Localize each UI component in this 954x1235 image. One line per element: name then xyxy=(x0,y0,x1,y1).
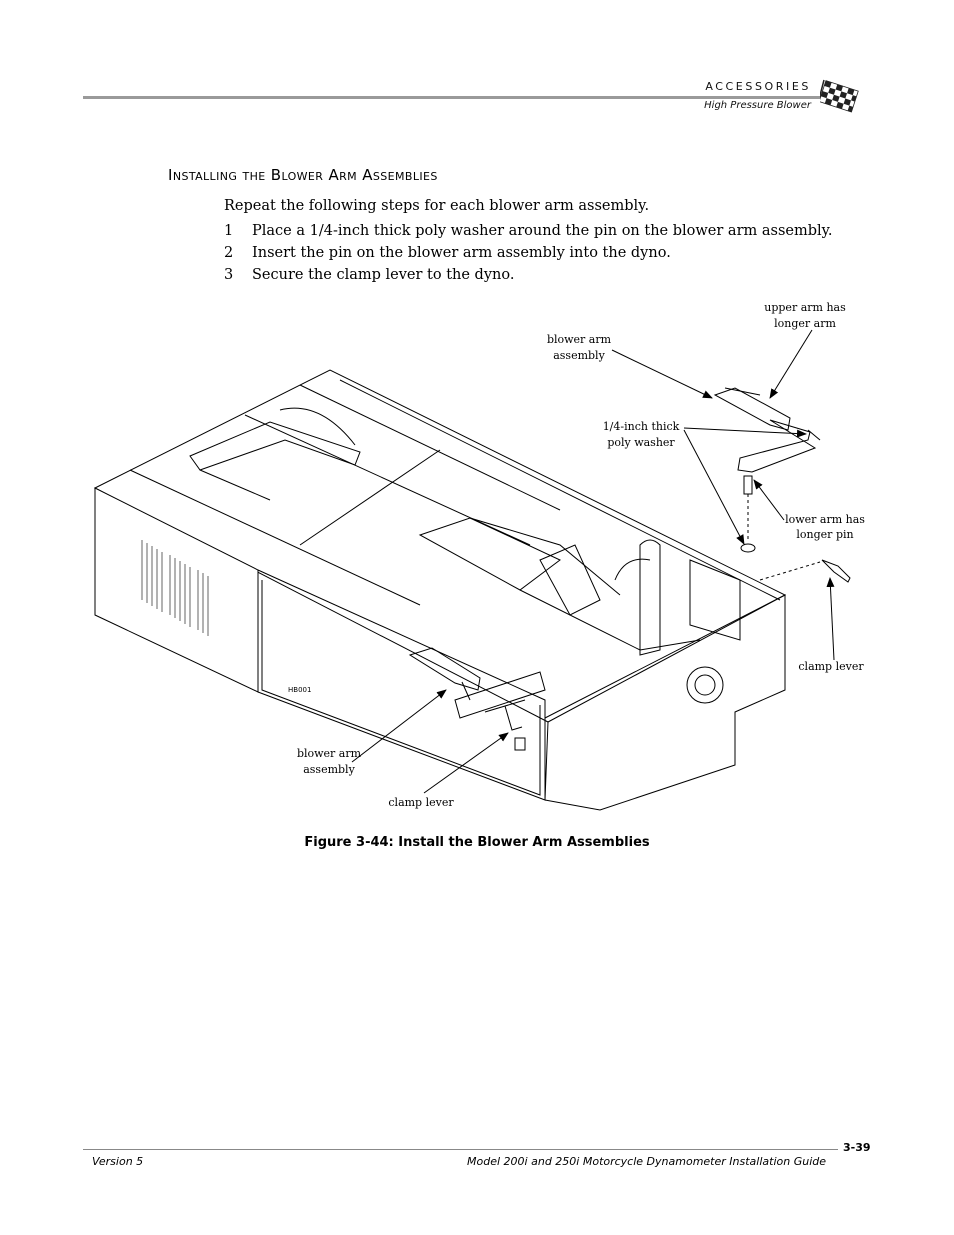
section-title: Installing the Blower Arm Assemblies xyxy=(168,166,438,184)
page-number: 3-39 xyxy=(843,1141,871,1154)
header-subsection: High Pressure Blower xyxy=(704,100,811,111)
checkered-flag-icon xyxy=(820,79,859,114)
step-number: 2 xyxy=(224,245,234,261)
step-text: Secure the clamp lever to the dyno. xyxy=(252,267,515,283)
callout-blower-arm-assembly: assembly xyxy=(303,763,355,776)
figure-caption: Figure 3-44: Install the Blower Arm Asse… xyxy=(304,835,650,850)
step-text: Place a 1/4-inch thick poly washer aroun… xyxy=(252,223,833,239)
callout-blower-arm-assembly: blower arm xyxy=(297,747,362,760)
callout-upper-arm: longer arm xyxy=(774,317,836,330)
footer-guide-title: Model 200i and 250i Motorcycle Dynamomet… xyxy=(467,1155,826,1168)
step-item: 2 Insert the pin on the blower arm assemb… xyxy=(224,245,671,261)
callout-poly-washer: 1/4-inch thick xyxy=(603,420,680,433)
header-section-title: ACCESSORIES xyxy=(705,80,811,93)
step-item: 3 Secure the clamp lever to the dyno. xyxy=(224,267,514,283)
header-rule xyxy=(83,96,820,99)
callout-clamp-lever: clamp lever xyxy=(798,660,864,673)
callout-blower-arm-assembly: blower arm xyxy=(547,333,612,346)
callout-lower-arm: longer pin xyxy=(796,528,853,541)
step-item: 1 Place a 1/4-inch thick poly washer arou… xyxy=(224,223,833,239)
step-number: 1 xyxy=(224,223,234,239)
step-text: Insert the pin on the blower arm assembl… xyxy=(252,245,671,261)
footer-version: Version 5 xyxy=(92,1155,144,1168)
callout-lower-arm: lower arm has xyxy=(785,513,865,526)
callout-blower-arm-assembly: assembly xyxy=(553,349,605,362)
callout-upper-arm: upper arm has xyxy=(764,301,846,314)
step-number: 3 xyxy=(224,267,234,283)
footer-rule xyxy=(83,1149,838,1150)
blower-arm-figure: upper arm has longer arm blower arm asse… xyxy=(93,301,865,811)
callout-clamp-lever: clamp lever xyxy=(388,796,454,809)
drawing-id: HB001 xyxy=(288,686,311,694)
intro-text: Repeat the following steps for each blow… xyxy=(224,198,650,214)
callout-poly-washer: poly washer xyxy=(607,436,675,449)
